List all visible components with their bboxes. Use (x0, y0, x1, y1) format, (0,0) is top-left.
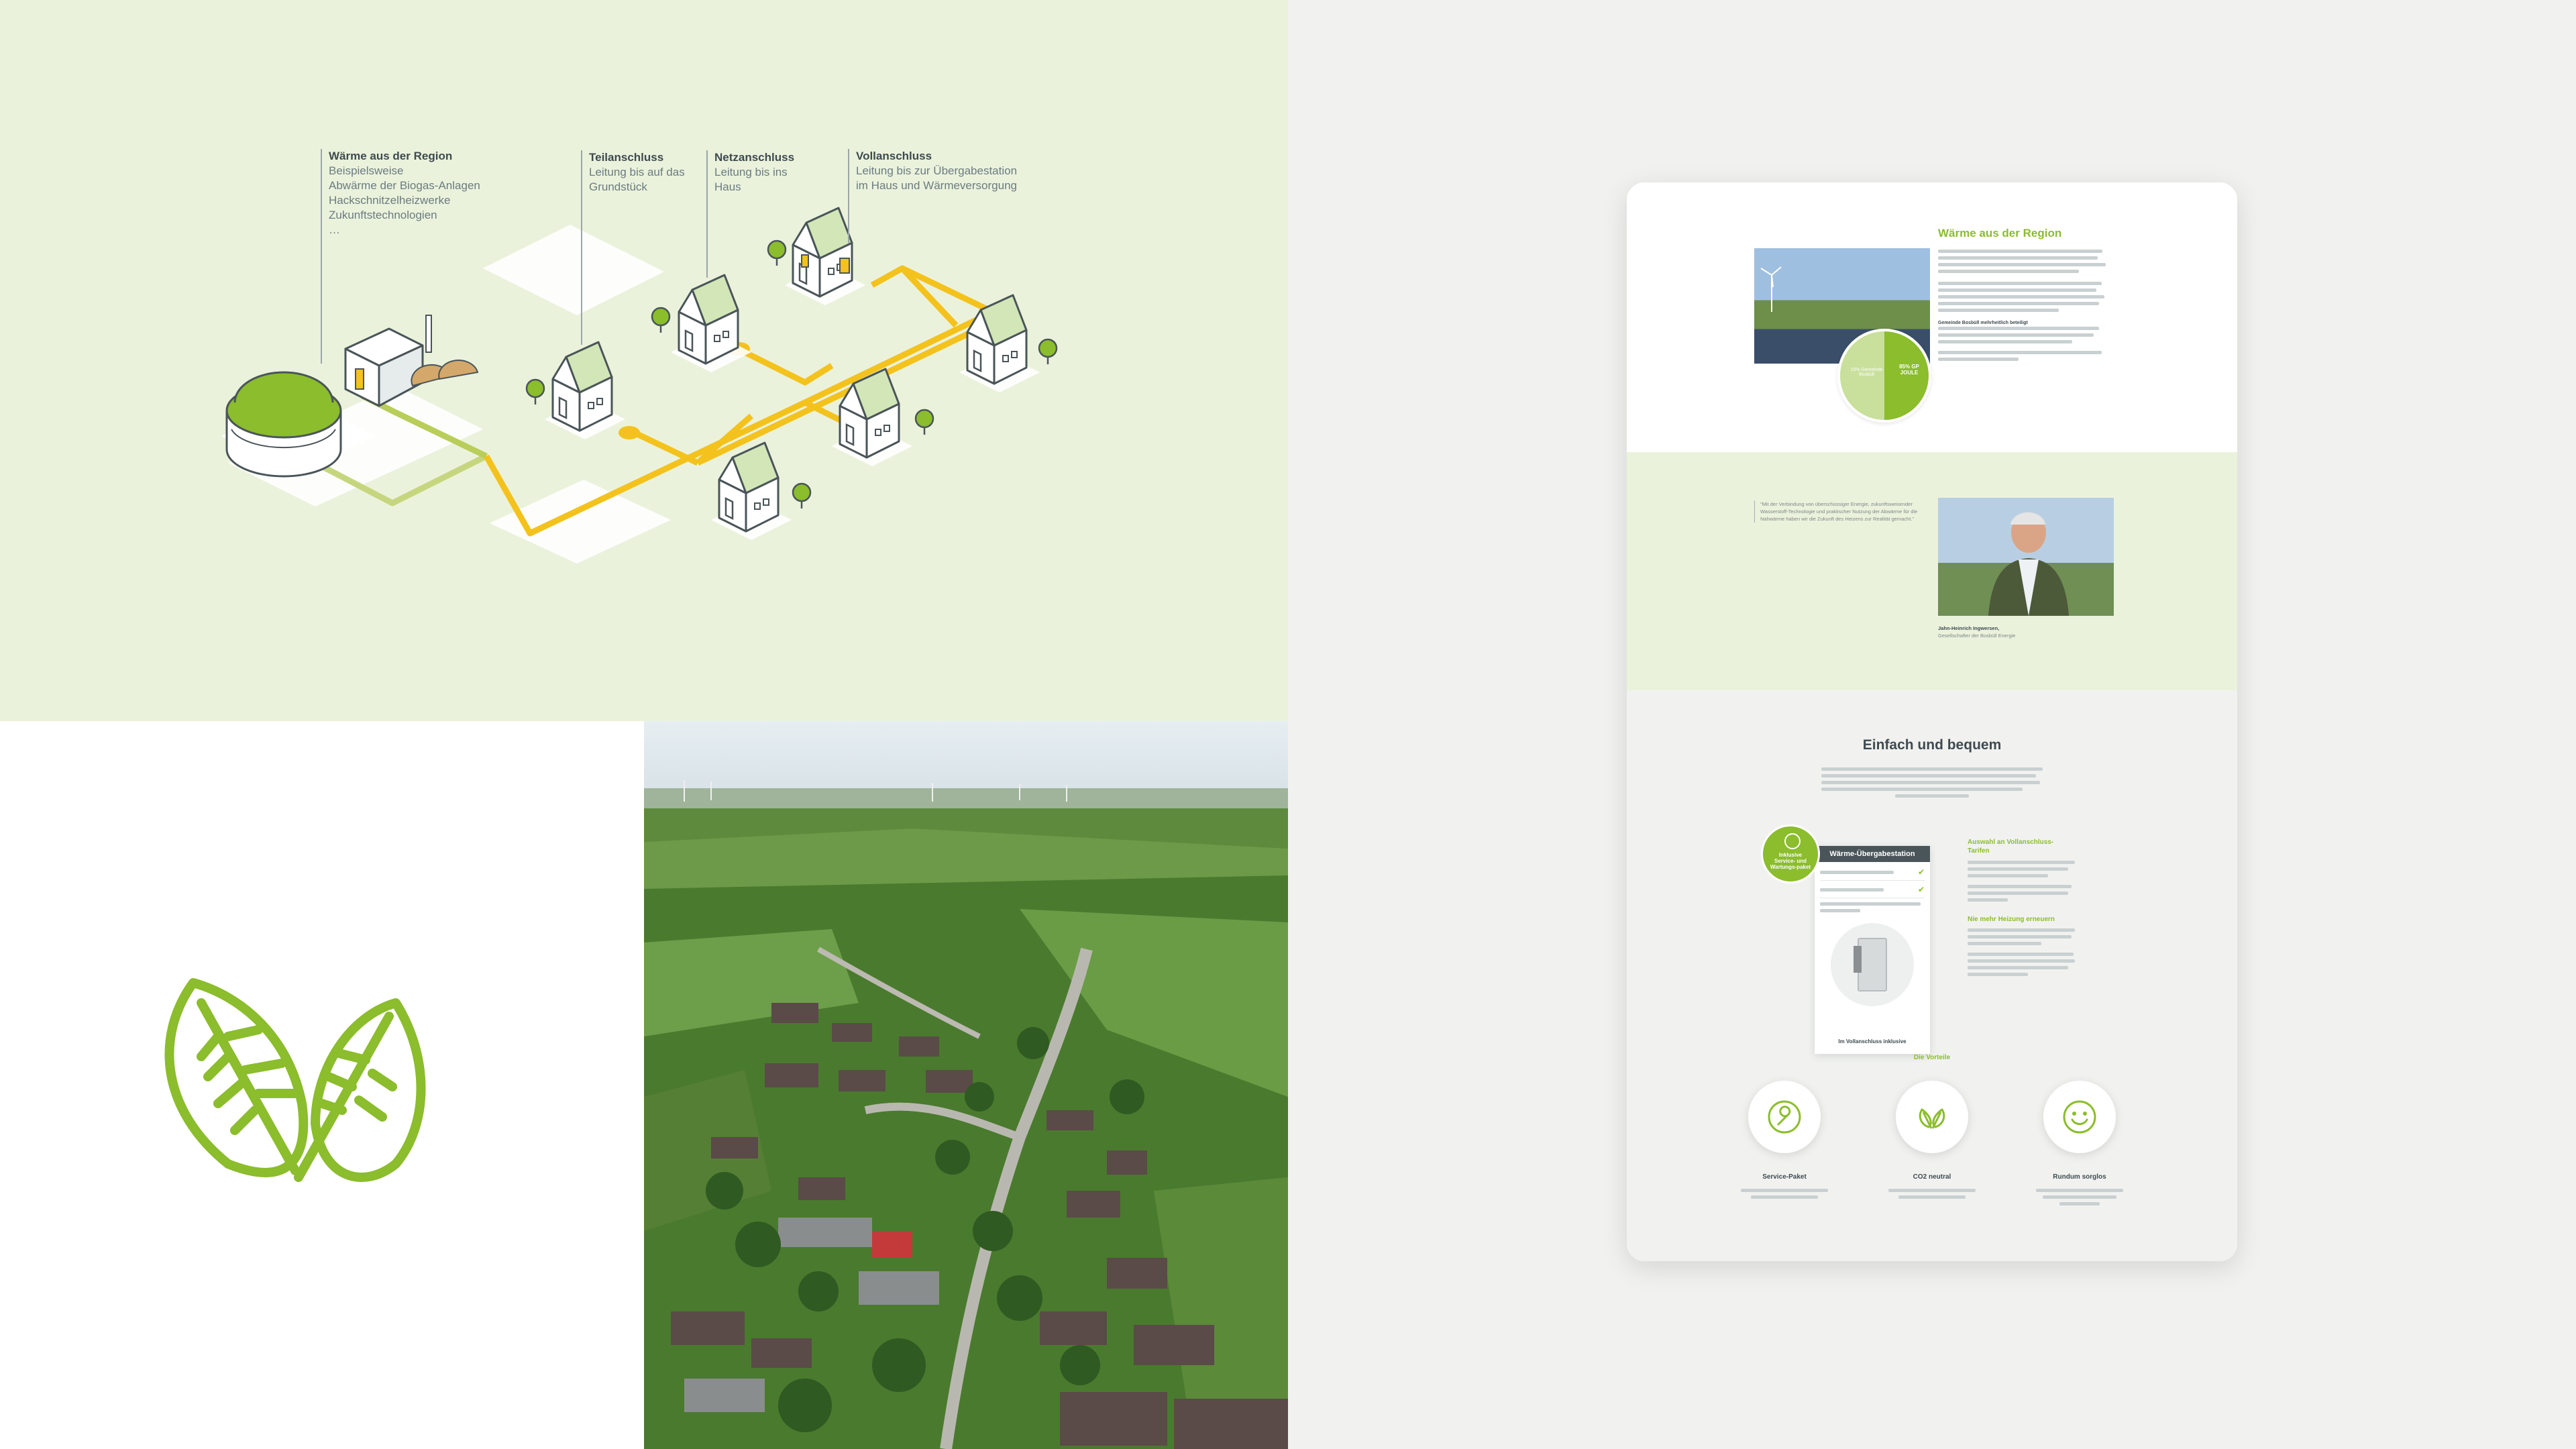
wind-turbine-icon (1760, 266, 1782, 312)
service-badge: Inklusive Service- und Wartungs-paket (1761, 824, 1820, 883)
card-title: Wärme-Übergabestation (1815, 846, 1930, 862)
heat-network-diagram-panel: Wärme aus der Region Beispielsweise Abwä… (0, 0, 1288, 721)
label-vollanschluss: Vollanschluss Leitung bis zur Übergabest… (848, 149, 1017, 243)
benefit-service: Service-Paket (1731, 1081, 1838, 1199)
simple-heading: Einfach und bequem (1862, 737, 2002, 753)
aerial-village-photo (644, 721, 1288, 1449)
person-icon (1988, 512, 2069, 616)
quote-author-role: Gesellschafter der Bosbüll Energie (1938, 633, 2016, 639)
smiley-icon (2063, 1100, 2096, 1134)
simple-intro-text (1821, 767, 2043, 801)
transfer-station-card: Wärme-Übergabestation ✔ ✔ Im Vollanschlu… (1815, 846, 1930, 1054)
pie-label-small: 15% Gemeinde Bosbüll (1850, 368, 1883, 377)
leaf-logo-panel (0, 721, 644, 1449)
benefit-title: CO2 neutral (1913, 1173, 1951, 1181)
portrait-photo (1938, 498, 2114, 616)
tariff-column: Auswahl an Vollanschluss-Tarifen Nie meh… (1968, 838, 2088, 979)
region-section: 85% GP JOULE 15% Gemeinde Bosbüll Wärme … (1627, 182, 2237, 452)
aerial-village-image (644, 721, 1288, 1449)
transfer-station-image (1831, 923, 1914, 1006)
quote-text: "Mit der Verbindung von überschüssiger E… (1754, 500, 1919, 523)
card-footer: Im Vollanschluss inklusive (1838, 1038, 1907, 1044)
wrench-icon (1784, 833, 1801, 849)
benefit-title: Rundum sorglos (2053, 1173, 2106, 1181)
label-waerme-aus-der-region: Wärme aus der Region Beispielsweise Abwä… (321, 149, 480, 364)
biogas-plant-icon (344, 315, 479, 407)
label-netzanschluss: Netzanschluss Leitung bis ins Haus (706, 150, 794, 278)
region-body-text: Gemeinde Bosbüll mehrheitlich beteiligt (1938, 250, 2109, 364)
ownership-pie-chart: 85% GP JOULE 15% Gemeinde Bosbüll (1837, 329, 1931, 423)
benefit-co2: CO2 neutral (1878, 1081, 1986, 1199)
benefit-title: Service-Paket (1762, 1173, 1807, 1181)
check-icon: ✔ (1917, 867, 1925, 877)
website-mockup: 85% GP JOULE 15% Gemeinde Bosbüll Wärme … (1627, 182, 2237, 1261)
heat-network-illustration (221, 207, 1058, 564)
biogas-tank-icon (221, 371, 376, 478)
house-teilanschluss-icon (543, 341, 627, 441)
benefit-carefree: Rundum sorglos (2026, 1081, 2133, 1205)
quote-author-name: Jahn-Heinrich Ingwersen, (1938, 625, 2000, 631)
benefits-heading: Die Vorteile (1913, 1054, 1951, 1061)
label-teilanschluss: Teilanschluss Leitung bis auf das Grunds… (581, 150, 685, 345)
quote-section: "Mit der Verbindung von überschüssiger E… (1627, 452, 2237, 690)
tariff-heading: Auswahl an Vollanschluss-Tarifen (1968, 839, 2054, 855)
simple-section: Einfach und bequem Inklusive Service- un… (1627, 690, 2237, 1261)
house-icon (958, 294, 1041, 394)
no-renewal-heading: Nie mehr Heizung erneuern (1968, 916, 2055, 923)
leaves-icon (164, 978, 426, 1182)
leaves-icon (1919, 1108, 1945, 1129)
region-subheading: Gemeinde Bosbüll mehrheitlich beteiligt (1938, 321, 2028, 325)
check-icon: ✔ (1917, 885, 1925, 894)
wrench-icon (1768, 1100, 1801, 1134)
pie-label-large: 85% GP JOULE (1899, 364, 1919, 376)
region-heading: Wärme aus der Region (1938, 227, 2062, 239)
house-icon (710, 441, 793, 541)
